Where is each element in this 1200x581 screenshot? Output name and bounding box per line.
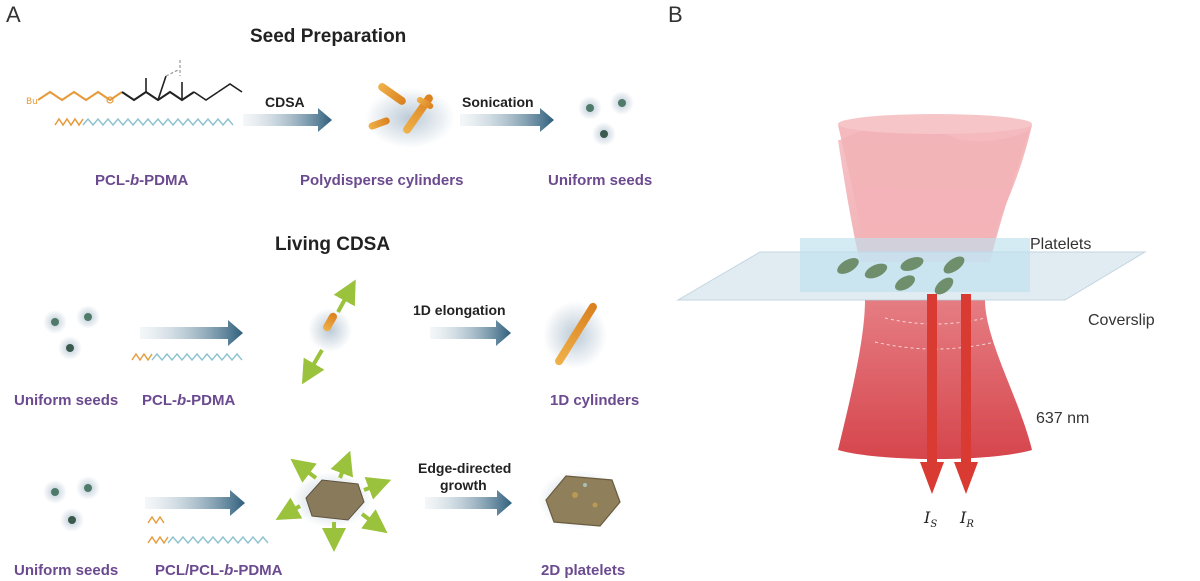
platelet-with-growth-arrows <box>275 450 392 552</box>
seed-preparation-title: Seed Preparation <box>250 26 407 47</box>
intensity-r-label: IR <box>960 508 974 530</box>
laser-beam <box>838 114 1032 459</box>
uniform-seeds-prep-art <box>578 91 634 146</box>
polymer-b: b <box>130 172 140 189</box>
sonication-step-label: Sonication <box>462 94 534 110</box>
polymer-pre: PCL- <box>95 172 130 189</box>
intensity-s-symbol: I <box>924 508 931 527</box>
uniform-seeds-row1-label: Uniform seeds <box>14 392 119 409</box>
intensity-r-sub: R <box>966 519 974 531</box>
row1-polymer-pre: PCL- <box>142 392 177 409</box>
pcl-pcl-pdma-row2-label: PCL/PCL-b-PDMA <box>155 562 283 579</box>
elongation-step-label: 1D elongation <box>413 302 506 318</box>
cdsa-arrow <box>243 108 332 132</box>
1d-cylinders-label: 1D cylinders <box>550 392 640 409</box>
panel-b-letter: B <box>668 2 683 27</box>
cdsa-step-label: CDSA <box>265 94 305 110</box>
platelets-on-coverslip <box>837 256 965 295</box>
polydisperse-cylinders-label: Polydisperse cylinders <box>300 172 464 189</box>
output-arrows <box>920 294 978 494</box>
row2-polymer-b: b <box>224 562 234 579</box>
row2-polymer-post: -PDMA <box>233 562 283 579</box>
seed-with-growth-arrows <box>301 279 356 385</box>
2d-platelets-label: 2D platelets <box>541 562 626 579</box>
uniform-seeds-row1-art <box>43 305 100 360</box>
polymer-chain-pcl-pdma <box>54 117 234 127</box>
intensity-r-symbol: I <box>960 508 967 527</box>
row1-polymer-b: b <box>177 392 187 409</box>
intensity-s-label: IS <box>924 508 937 530</box>
wavelength-label: 637 nm <box>1036 410 1090 427</box>
elongation-arrow <box>430 320 511 346</box>
polydisperse-cylinders-art <box>365 83 455 148</box>
uniform-seeds-row2-art <box>43 476 100 532</box>
row1-arrow-1 <box>140 320 243 346</box>
living-cdsa-title: Living CDSA <box>275 234 391 255</box>
edge-directed-label-line2: growth <box>440 477 487 493</box>
svg-text:Bu: Bu <box>26 97 38 107</box>
polymer-post: -PDMA <box>139 172 189 189</box>
2d-platelet-art <box>538 470 622 530</box>
intensity-s-sub: S <box>930 519 938 531</box>
edge-directed-label-line1: Edge-directed <box>418 460 512 476</box>
coverslip-label: Coverslip <box>1088 312 1155 329</box>
uniform-seeds-row2-label: Uniform seeds <box>14 562 119 579</box>
1d-cylinder-art <box>543 301 607 369</box>
polymer-chain-row1 <box>131 352 243 362</box>
pcl-pdma-label: PCL-b-PDMA <box>95 172 188 189</box>
row2-polymer-pre: PCL/PCL- <box>155 562 225 579</box>
polymer-chains-row2 <box>147 515 269 545</box>
edge-growth-arrow <box>425 490 512 516</box>
pcl-pdma-row1-label: PCL-b-PDMA <box>142 392 235 409</box>
uniform-seeds-prep-label: Uniform seeds <box>548 172 653 189</box>
row1-polymer-post: -PDMA <box>186 392 236 409</box>
sonication-arrow <box>460 108 554 132</box>
platelets-label: Platelets <box>1030 236 1092 253</box>
panel-a-letter: A <box>6 2 21 27</box>
pcl-pdma-chemical-structure: Bu <box>26 60 243 107</box>
row2-arrow-1 <box>145 490 245 516</box>
